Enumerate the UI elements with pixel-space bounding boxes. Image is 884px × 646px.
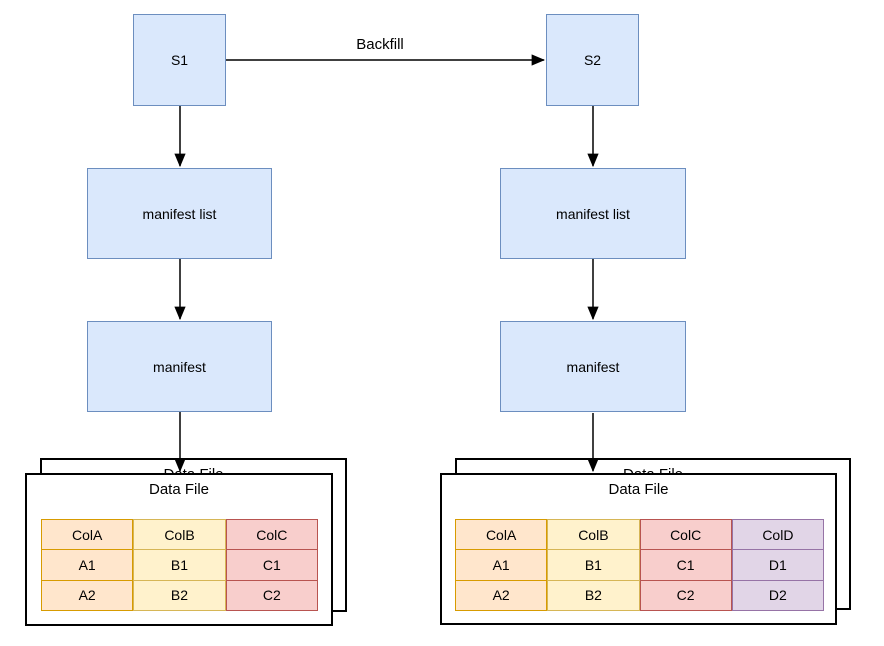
table-column-colb: ColB B1 B2 <box>133 519 226 611</box>
table-column-cola: ColA A1 A2 <box>455 519 548 611</box>
data-file-table-left: ColA A1 A2 ColB B1 B2 ColC C1 C2 <box>41 519 318 611</box>
table-cell: D2 <box>732 579 823 610</box>
table-cell: A1 <box>456 549 547 580</box>
data-file-title: Data File <box>608 481 669 498</box>
table-cell: A1 <box>42 549 133 580</box>
table-cell: D1 <box>732 549 823 580</box>
column-header: ColB <box>548 520 639 550</box>
data-file-card-left: Data File ColA A1 A2 ColB B1 B2 ColC C1 … <box>25 473 333 626</box>
node-manifest-list-left: manifest list <box>87 168 272 259</box>
node-manifest-left: manifest <box>87 321 272 412</box>
node-s2: S2 <box>546 14 639 106</box>
table-cell: A2 <box>456 579 547 610</box>
column-header: ColA <box>456 520 547 550</box>
column-header: ColA <box>42 520 133 550</box>
node-manifest-list-right: manifest list <box>500 168 686 259</box>
node-s1: S1 <box>133 14 226 106</box>
table-column-cold: ColD D1 D2 <box>731 519 824 611</box>
table-cell: B1 <box>134 549 225 580</box>
column-header: ColB <box>134 520 225 550</box>
table-cell: C1 <box>640 549 731 580</box>
data-file-title: Data File <box>148 481 210 498</box>
table-column-colc: ColC C1 C2 <box>225 519 318 611</box>
table-column-colc: ColC C1 C2 <box>639 519 732 611</box>
table-cell: C2 <box>640 579 731 610</box>
table-cell: C2 <box>226 579 317 610</box>
table-cell: B2 <box>548 579 639 610</box>
column-header: ColC <box>226 520 317 550</box>
table-cell: B1 <box>548 549 639 580</box>
column-header: ColC <box>640 520 731 550</box>
backfill-edge-label: Backfill <box>356 36 404 53</box>
table-cell: C1 <box>226 549 317 580</box>
column-header: ColD <box>732 520 823 550</box>
table-column-colb: ColB B1 B2 <box>547 519 640 611</box>
data-file-table-right: ColA A1 A2 ColB B1 B2 ColC C1 C2 ColD D1… <box>455 519 824 611</box>
table-cell: B2 <box>134 579 225 610</box>
node-manifest-right: manifest <box>500 321 686 412</box>
table-cell: A2 <box>42 579 133 610</box>
table-column-cola: ColA A1 A2 <box>41 519 134 611</box>
data-file-card-right: Data File ColA A1 A2 ColB B1 B2 ColC C1 … <box>440 473 837 625</box>
